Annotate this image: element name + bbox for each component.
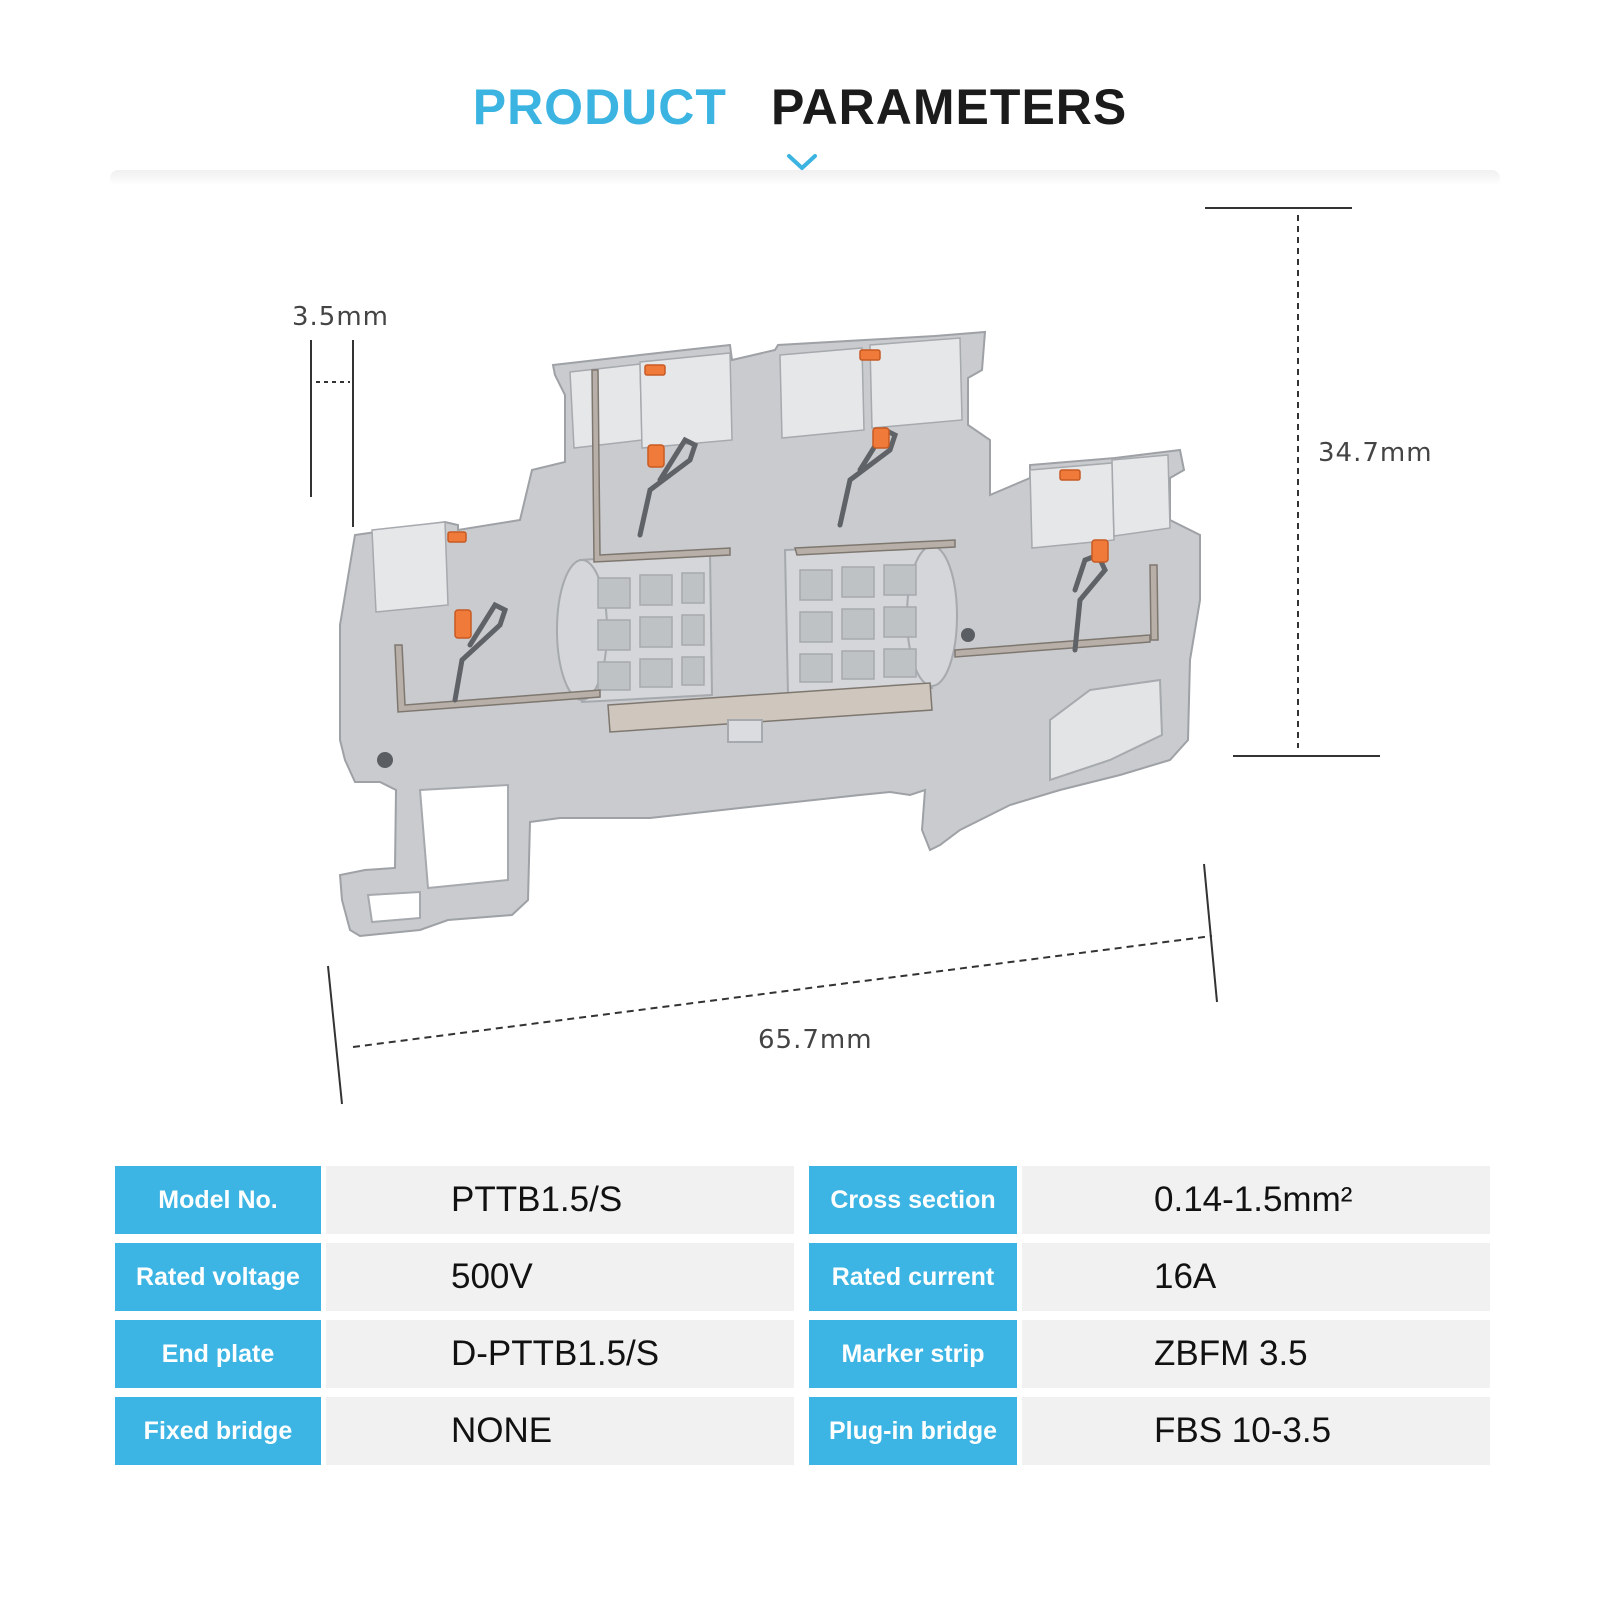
title-product: PRODUCT: [472, 79, 727, 135]
spec-label: Rated voltage: [115, 1243, 321, 1311]
spec-value: 500V: [326, 1243, 794, 1311]
spec-label: Plug-in bridge: [809, 1397, 1017, 1465]
chevron-down-icon: [787, 154, 817, 170]
spec-value: FBS 10-3.5: [1022, 1397, 1490, 1465]
dimension-height-label: 34.7mm: [1318, 438, 1433, 468]
section-title: PRODUCT PARAMETERS: [0, 78, 1600, 136]
spec-value: 0.14-1.5mm²: [1022, 1166, 1490, 1234]
title-parameters: PARAMETERS: [770, 79, 1128, 135]
spec-label: Model No.: [115, 1166, 321, 1234]
spec-row: Rated voltage 500V Rated current 16A: [115, 1243, 1490, 1311]
spec-value: D-PTTB1.5/S: [326, 1320, 794, 1388]
product-drawing: [310, 207, 1380, 1105]
spec-label: Fixed bridge: [115, 1397, 321, 1465]
spec-value: 16A: [1022, 1243, 1490, 1311]
spec-table: Model No. PTTB1.5/S Cross section 0.14-1…: [115, 1166, 1490, 1474]
spec-row: Model No. PTTB1.5/S Cross section 0.14-1…: [115, 1166, 1490, 1234]
spec-label: Cross section: [809, 1166, 1017, 1234]
title-divider: [110, 170, 1500, 186]
spec-label: Rated current: [809, 1243, 1017, 1311]
spec-label: End plate: [115, 1320, 321, 1388]
spec-row: Fixed bridge NONE Plug-in bridge FBS 10-…: [115, 1397, 1490, 1465]
dimension-lines: [310, 207, 1380, 1105]
push-buttons: [447, 349, 1109, 639]
spec-value: PTTB1.5/S: [326, 1166, 794, 1234]
spec-row: End plate D-PTTB1.5/S Marker strip ZBFM …: [115, 1320, 1490, 1388]
dimension-pitch-label: 3.5mm: [292, 302, 390, 332]
spec-value: ZBFM 3.5: [1022, 1320, 1490, 1388]
spec-label: Marker strip: [809, 1320, 1017, 1388]
dimension-length-label: 65.7mm: [758, 1025, 873, 1055]
terminal-block: [338, 330, 1201, 938]
spec-value: NONE: [326, 1397, 794, 1465]
